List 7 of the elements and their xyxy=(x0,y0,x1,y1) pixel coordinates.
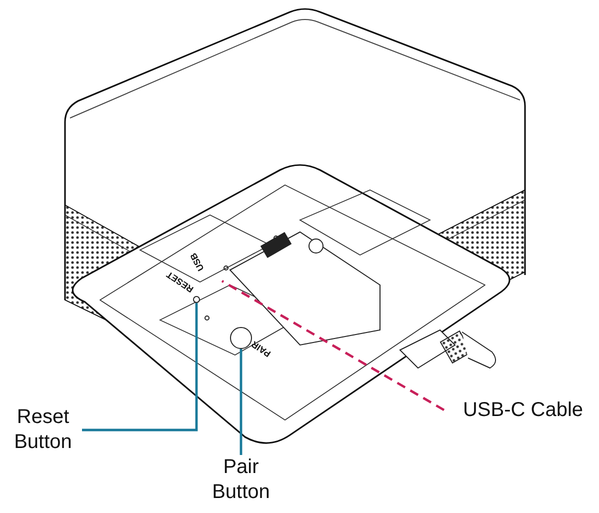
port-label: USB xyxy=(188,251,206,273)
leader-line xyxy=(240,349,242,455)
leader-line xyxy=(221,280,445,412)
callout-label: Reset Button xyxy=(4,405,82,457)
callout-label: USB-C Cable xyxy=(448,398,598,426)
leader-line xyxy=(82,303,198,432)
callout-label: Pair Button xyxy=(198,455,284,507)
